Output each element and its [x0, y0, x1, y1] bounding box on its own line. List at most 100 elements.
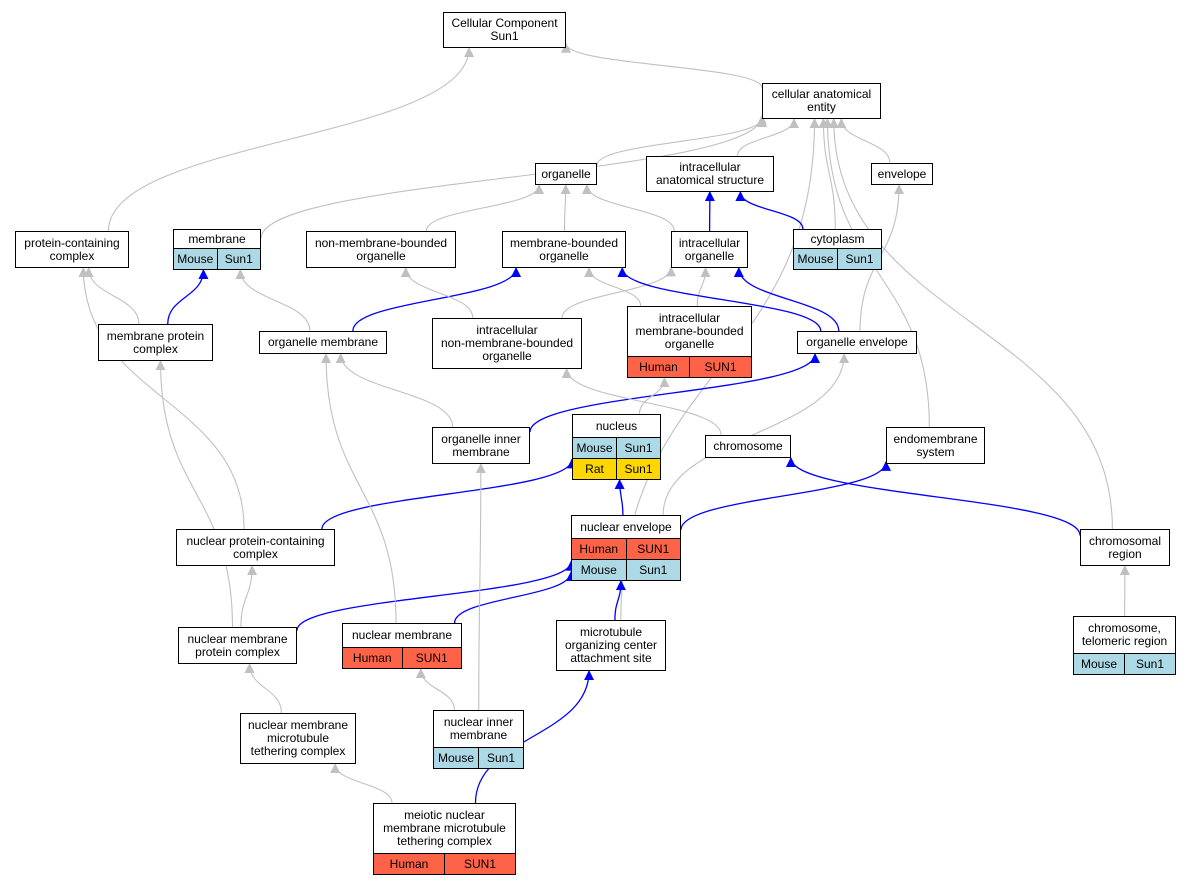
node-cc[interactable]: Cellular Component Sun1 [443, 12, 566, 48]
node-label: nucleus [595, 418, 638, 433]
species-cell: Mouse [437, 751, 475, 765]
node-mtoc[interactable]: microtubule organizing center attachment… [556, 620, 666, 671]
node-label: nuclear protein-containing complex [186, 533, 325, 561]
gene-cell: Sun1 [1124, 654, 1175, 674]
edge-nim-to-nm [415, 668, 455, 711]
node-imbo[interactable]: intracellular membrane-bounded organelle… [627, 306, 752, 378]
edge-mnmmtc-to-nmmtc [330, 763, 393, 804]
node-io[interactable]: intracellular organelle [671, 231, 748, 268]
node-label: nuclear membrane [351, 628, 453, 642]
gene-cell: Sun1 [616, 459, 660, 479]
edge-nim-to-oim [475, 463, 486, 711]
edge-mbo-to-organelle [560, 184, 571, 232]
node-cr[interactable]: chromosomal region [1080, 529, 1170, 566]
node-npcc[interactable]: nuclear protein-containing complex [176, 529, 335, 566]
edge-envelope-to-cae [836, 118, 891, 164]
node-label: microtubule organizing center attachment… [564, 625, 658, 665]
node-mnmmtc[interactable]: meiotic nuclear membrane microtubule tet… [373, 803, 516, 875]
edge-oim-to-oe [529, 353, 820, 433]
edge-cr-to-cae [828, 118, 1113, 530]
gene-cell: SUN1 [444, 854, 515, 874]
node-mbo[interactable]: membrane-bounded organelle [502, 231, 626, 268]
node-label: meiotic nuclear membrane microtubule tet… [383, 808, 506, 848]
edge-cr-to-chromosome [785, 457, 1081, 536]
species-cell: Mouse [576, 441, 613, 455]
edge-mpc-to-pcc [83, 267, 140, 325]
node-label: chromosomal region [1088, 533, 1162, 561]
edge-inmbo-to-nmbo [400, 267, 474, 319]
edge-nmbo-to-organelle [425, 184, 545, 232]
node-pcc[interactable]: protein-containing complex [15, 231, 129, 268]
node-label: envelope [877, 166, 927, 181]
node-mpc[interactable]: membrane protein complex [98, 324, 213, 361]
species-cell: Mouse [1080, 657, 1118, 671]
node-label: cytoplasm [810, 231, 865, 246]
node-label: membrane [188, 231, 246, 246]
edge-oim-to-om [335, 353, 454, 428]
edge-io-to-organelle [581, 184, 675, 232]
edge-nucleus-to-imbo [638, 377, 670, 415]
edge-cae-to-cc [561, 42, 763, 88]
node-label: intracellular organelle [678, 235, 741, 263]
node-cae[interactable]: cellular anatomical entity [762, 83, 881, 119]
node-nmmtc[interactable]: nuclear membrane microtubule tethering c… [240, 713, 356, 764]
edge-mpc-to-membrane [167, 269, 209, 325]
gene-cell: Sun1 [216, 249, 261, 269]
node-label: nuclear membrane protein complex [187, 631, 288, 659]
node-es[interactable]: endomembrane system [886, 427, 985, 464]
node-om[interactable]: organelle membrane [259, 331, 387, 354]
node-label: endomembrane system [893, 431, 978, 459]
edge-ne-to-es [680, 460, 891, 530]
node-label: nuclear membrane microtubule tethering c… [247, 718, 349, 758]
node-ias[interactable]: intracellular anatomical structure [646, 156, 774, 192]
edge-nmpc-to-ne [296, 560, 576, 631]
edge-ias-to-cae [736, 118, 799, 157]
gene-cell: Sun1 [478, 748, 523, 768]
node-inmbo[interactable]: intracellular non-membrane-bounded organ… [432, 318, 582, 369]
species-cell: Human [639, 360, 678, 374]
node-label: protein-containing complex [24, 235, 120, 263]
gene-cell: Sun1 [837, 249, 881, 269]
node-envelope[interactable]: envelope [871, 163, 933, 185]
node-label: membrane protein complex [106, 328, 205, 356]
node-label: Cellular Component Sun1 [451, 16, 558, 43]
node-label: membrane-bounded organelle [509, 235, 619, 263]
edge-imbo-to-io [696, 267, 711, 307]
node-label: organelle envelope [806, 335, 908, 349]
edge-cytoplasm-to-ias [735, 191, 804, 230]
node-organelle[interactable]: organelle [535, 163, 597, 185]
edge-npcc-to-pcc [78, 267, 245, 530]
species-cell: Human [352, 651, 392, 665]
species-row: Human SUN1 [343, 647, 461, 668]
node-label: intracellular non-membrane-bounded organ… [440, 323, 574, 363]
species-cell: Mouse [177, 252, 214, 266]
edge-nm-to-om [320, 353, 397, 624]
node-nmbo[interactable]: non-membrane-bounded organelle [306, 231, 456, 268]
node-label: organelle membrane [267, 335, 379, 349]
edge-nm-to-ne [453, 571, 576, 624]
edge-om-to-mbo [352, 267, 522, 332]
edge-nmmtc-to-nmpc [244, 663, 282, 714]
node-nmpc[interactable]: nuclear membrane protein complex [178, 627, 297, 664]
gene-cell: SUN1 [401, 648, 462, 668]
node-oe[interactable]: organelle envelope [797, 331, 917, 354]
node-label: chromosome, telomeric region [1081, 621, 1168, 648]
edge-chromosome-to-inmbo [561, 368, 722, 436]
node-chromosome[interactable]: chromosome [705, 435, 791, 458]
node-oim[interactable]: organelle inner membrane [432, 427, 530, 464]
